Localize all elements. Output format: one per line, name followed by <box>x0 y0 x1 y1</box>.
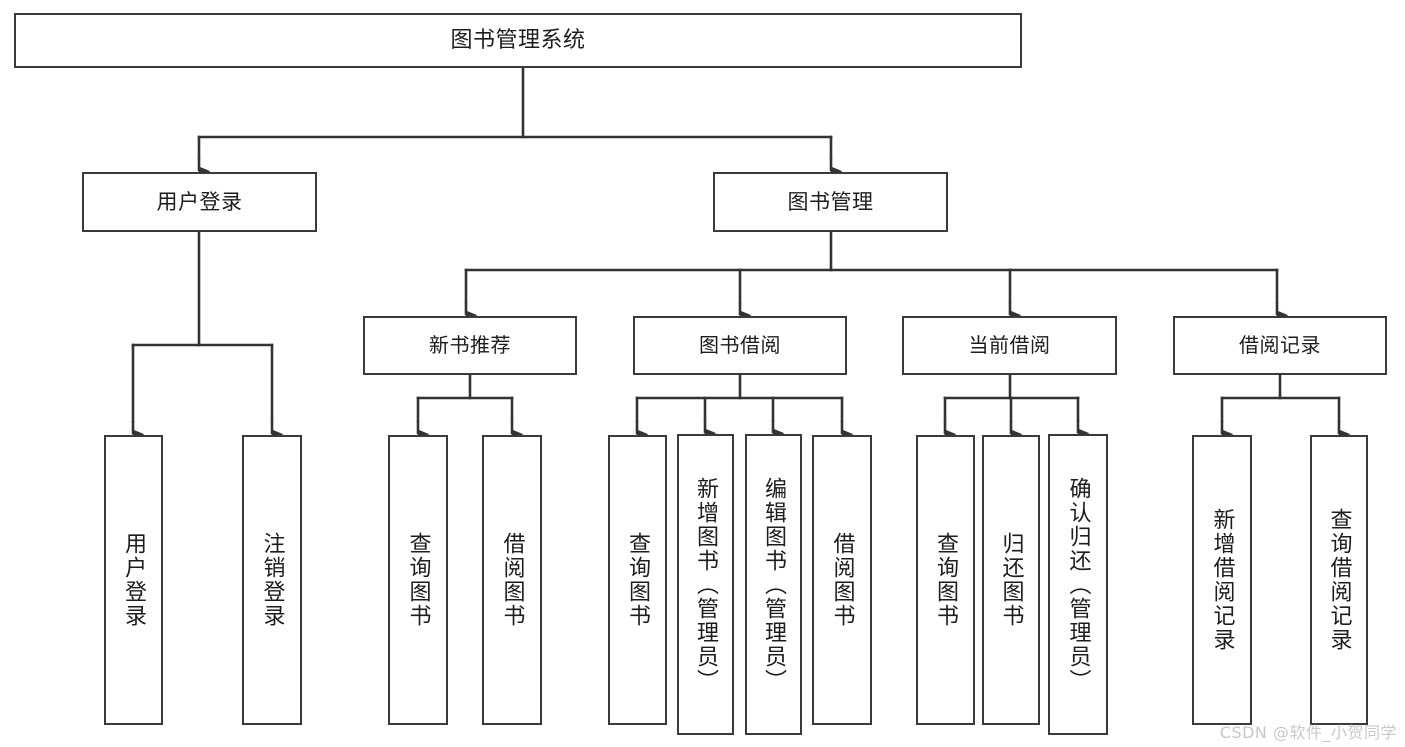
node-borrow-record[interactable]: 借阅记录 <box>1173 316 1387 375</box>
node-current-borrow[interactable]: 当前借阅 <box>902 316 1117 375</box>
node-label: 图书借阅 <box>699 332 781 357</box>
leaf-current-borrow-query[interactable]: 查询图书 <box>916 435 975 725</box>
leaf-book-borrow-query[interactable]: 查询图书 <box>608 435 667 725</box>
node-label: 编辑图书（管理员） <box>761 476 787 693</box>
node-label: 查询图书 <box>405 532 431 628</box>
leaf-borrow-record-query[interactable]: 查询借阅记录 <box>1310 435 1368 725</box>
leaf-new-book-borrow[interactable]: 借阅图书 <box>482 435 542 725</box>
node-label: 新书推荐 <box>429 332 511 357</box>
node-label: 查询图书 <box>933 532 959 628</box>
node-label: 归还图书 <box>998 532 1024 628</box>
node-label: 新增图书（管理员） <box>693 476 719 693</box>
node-label: 确认归还（管理员） <box>1065 476 1091 693</box>
leaf-book-borrow-add[interactable]: 新增图书（管理员） <box>677 434 734 735</box>
leaf-user-login[interactable]: 用户登录 <box>104 435 163 725</box>
leaf-current-borrow-return[interactable]: 归还图书 <box>982 435 1040 725</box>
node-user-login[interactable]: 用户登录 <box>82 172 317 232</box>
leaf-new-book-query[interactable]: 查询图书 <box>388 435 448 725</box>
csdn-watermark: CSDN @软件_小贺同学 <box>1219 723 1397 742</box>
leaf-book-borrow-borrow[interactable]: 借阅图书 <box>812 435 872 725</box>
node-root-book-management-system[interactable]: 图书管理系统 <box>14 13 1022 68</box>
node-label: 查询借阅记录 <box>1326 508 1352 652</box>
node-label: 借阅图书 <box>829 532 855 628</box>
node-label: 借阅记录 <box>1239 332 1321 357</box>
leaf-borrow-record-add[interactable]: 新增借阅记录 <box>1192 435 1252 725</box>
node-label: 图书管理 <box>787 189 874 214</box>
node-label: 注销登录 <box>259 532 285 628</box>
leaf-user-logout[interactable]: 注销登录 <box>242 435 302 725</box>
node-new-book-recommend[interactable]: 新书推荐 <box>363 316 577 375</box>
node-label: 用户登录 <box>156 189 243 214</box>
node-label: 当前借阅 <box>968 332 1051 357</box>
node-book-borrow[interactable]: 图书借阅 <box>633 316 847 375</box>
node-label: 查询图书 <box>625 532 651 628</box>
leaf-current-borrow-confirm[interactable]: 确认归还（管理员） <box>1048 434 1108 735</box>
node-label: 图书管理系统 <box>450 27 586 53</box>
node-label: 借阅图书 <box>499 532 525 628</box>
leaf-book-borrow-edit[interactable]: 编辑图书（管理员） <box>745 434 802 735</box>
node-label: 新增借阅记录 <box>1209 508 1235 652</box>
node-book-management[interactable]: 图书管理 <box>713 172 948 232</box>
node-label: 用户登录 <box>121 532 147 628</box>
